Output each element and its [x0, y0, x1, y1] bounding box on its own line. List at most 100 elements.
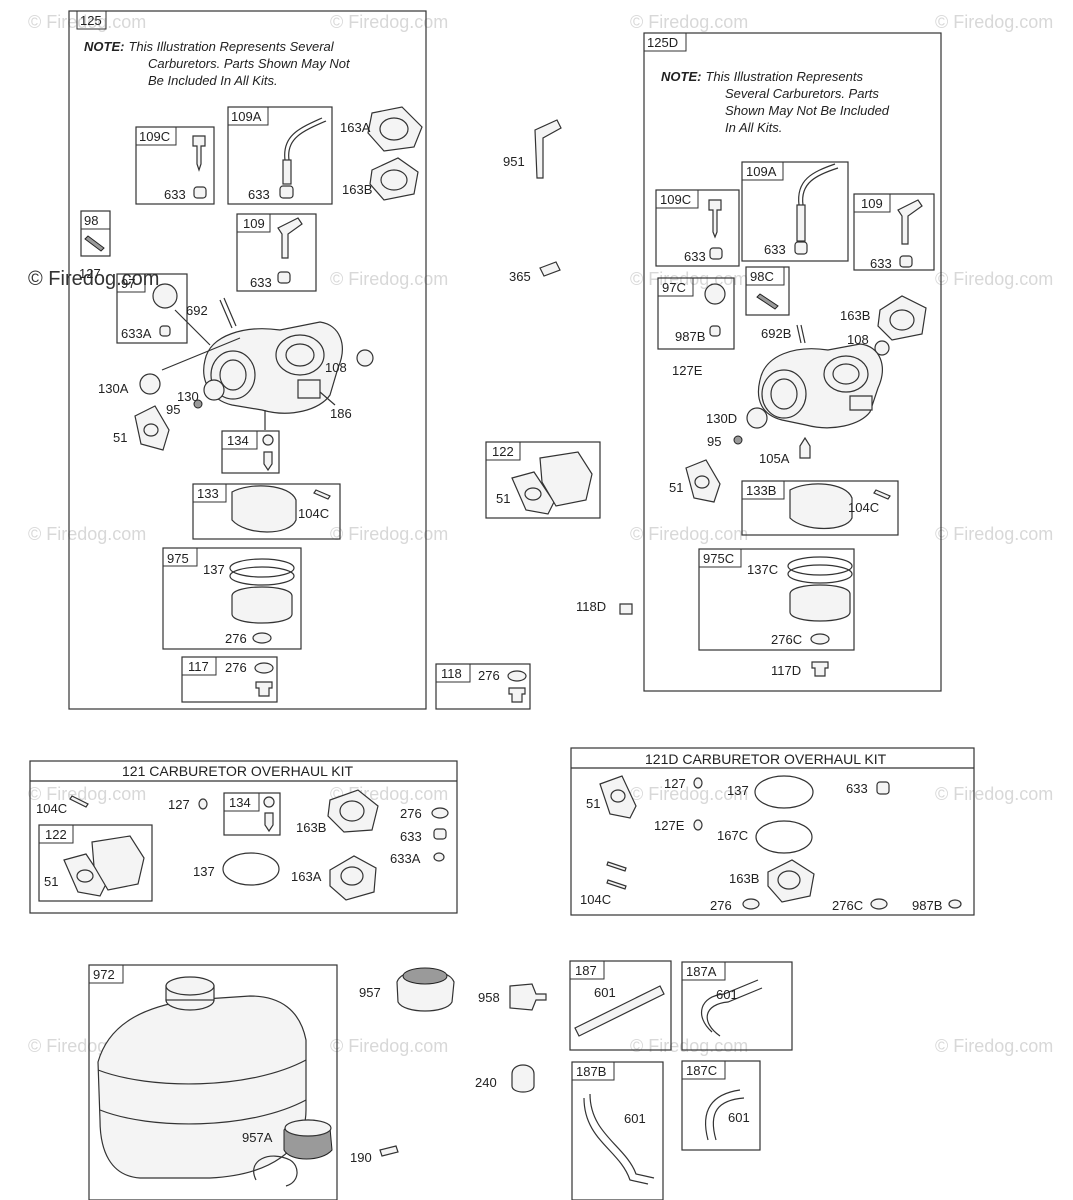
wire-icon: [798, 163, 839, 206]
seal-icon: [876, 781, 890, 795]
washer-icon: [252, 632, 272, 644]
label-104c: 104C: [848, 500, 879, 515]
carburetor-body-icon: [757, 343, 883, 429]
callout-box: [223, 792, 260, 812]
label-167c: 167C: [717, 828, 748, 843]
callout-125d: 125D: [647, 35, 678, 50]
note-line: Several Carburetors. Parts: [725, 86, 879, 101]
label-51: 51: [669, 480, 683, 495]
fuel-valve-icon: [509, 983, 547, 1011]
needle-valve-icon: [708, 199, 722, 239]
label-633a: 633A: [121, 326, 152, 341]
callout-975: 975: [167, 551, 189, 566]
label-127: 127: [168, 797, 190, 812]
gasket-hole-icon: [76, 869, 94, 883]
washer-icon: [742, 898, 760, 910]
throttle-plate-icon: [746, 407, 768, 429]
callout-box: [853, 193, 891, 213]
watermark: © Firedog.com: [630, 269, 748, 289]
kit-121-title: 121 CARBURETOR OVERHAUL KIT: [122, 763, 354, 779]
spring-icon: [219, 297, 237, 329]
watermark: © Firedog.com: [28, 524, 146, 544]
callout-box: [116, 273, 146, 293]
gasket-icon: [329, 855, 377, 901]
label-130d: 130D: [706, 411, 737, 426]
label-117d: 117D: [771, 663, 801, 678]
callout-134: 134: [227, 433, 249, 448]
callout-box: [643, 32, 687, 52]
label-951: 951: [503, 154, 525, 169]
kit-118-box: [435, 663, 531, 710]
gasket-hole-icon: [339, 800, 365, 822]
watermark: © Firedog.com: [935, 524, 1053, 544]
seal-icon: [709, 325, 721, 337]
label-163a: 163A: [340, 120, 371, 135]
throttle-plate-icon: [203, 379, 225, 401]
callout-box: [38, 824, 74, 844]
callout-box: [162, 547, 198, 567]
pin-icon: [796, 204, 806, 242]
label-276: 276: [710, 898, 732, 913]
label-163b: 163B: [296, 820, 326, 835]
washer-icon: [431, 807, 449, 819]
gasket-icon: [874, 340, 890, 356]
group-125d-frame: [643, 32, 942, 692]
label-276: 276: [225, 631, 247, 646]
primer-bulb-icon: [534, 119, 562, 179]
label-51: 51: [586, 796, 600, 811]
callout-box: [698, 548, 742, 568]
label-240: 240: [475, 1075, 497, 1090]
washer-icon: [810, 633, 830, 645]
label-108: 108: [325, 360, 347, 375]
kit-121d-box: [570, 747, 975, 916]
pin-icon: [69, 795, 89, 808]
callout-975c: 975C: [703, 551, 734, 566]
kit-97-box: [116, 273, 188, 344]
gasket-icon: [767, 859, 815, 903]
label-276: 276: [478, 668, 500, 683]
callout-box: [221, 430, 258, 450]
kit-187b-box: [571, 1061, 664, 1200]
washer-icon: [870, 898, 888, 910]
label-130: 130: [177, 389, 199, 404]
seal-icon: [433, 852, 445, 862]
callout-187c: 187C: [686, 1063, 717, 1078]
callout-97c: 97C: [662, 280, 686, 295]
label-108: 108: [847, 332, 869, 347]
callout-117: 117: [188, 659, 209, 674]
note-line: Carburetors. Parts Shown May Not: [148, 56, 351, 71]
gasket-icon: [356, 349, 374, 367]
fitting-icon: [539, 261, 561, 277]
kit-187a-box: [681, 961, 793, 1051]
label-127: 127: [79, 266, 101, 281]
spacer-icon: [91, 835, 145, 891]
label-51: 51: [44, 874, 58, 889]
o-ring-icon: [229, 558, 295, 578]
gasket-hole-icon: [610, 789, 626, 803]
gasket-hole-icon: [379, 117, 409, 141]
label-633: 633: [250, 275, 272, 290]
gasket-hole-icon: [380, 169, 408, 191]
kit-133b-box: [741, 480, 899, 536]
label-692: 692: [186, 303, 208, 318]
label-601: 601: [594, 985, 616, 1000]
carburetor-body-icon: [203, 321, 343, 414]
seal-icon: [193, 186, 207, 199]
callout-109c: 109C: [139, 129, 170, 144]
callout-box: [227, 106, 269, 126]
bowl-icon: [789, 584, 851, 622]
label-118d: 118D: [576, 599, 606, 614]
gasket-icon: [511, 471, 555, 515]
float-icon: [231, 485, 297, 533]
seal-icon: [899, 255, 913, 268]
watermark: © Firedog.com: [630, 784, 748, 804]
kit-972-box: [88, 964, 338, 1200]
label-633: 633: [164, 187, 186, 202]
label-365: 365: [509, 269, 531, 284]
label-127e: 127E: [672, 363, 703, 378]
o-ring-icon: [787, 556, 853, 576]
callout-187: 187: [575, 963, 597, 978]
watermark: © Firedog.com: [630, 1036, 748, 1056]
callout-118: 118: [441, 666, 462, 681]
callout-98: 98: [84, 213, 98, 228]
